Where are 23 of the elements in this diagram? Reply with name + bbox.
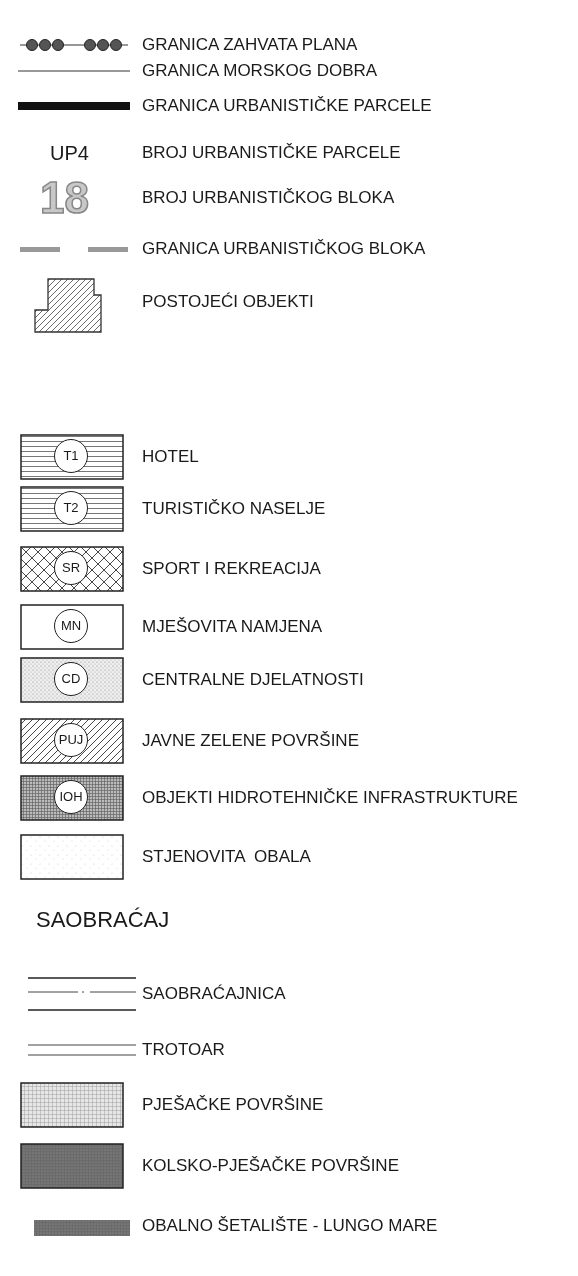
legend-text: SPORT I REKREACIJA (142, 559, 321, 579)
legend-text: TROTOAR (142, 1040, 225, 1060)
legend-text: PJEŠAČKE POVRŠINE (142, 1095, 324, 1115)
legend-text: BROJ URBANISTIČKOG BLOKA (142, 188, 395, 208)
legend-text: HOTEL (142, 447, 199, 467)
legend-text: GRANICA MORSKOG DOBRA (142, 61, 378, 81)
legend-text: OBJEKTI HIDROTEHNIČKE INFRASTRUKTURE (142, 788, 518, 808)
legend-text: GRANICA URBANISTIČKOG BLOKA (142, 239, 426, 259)
legend-text: SAOBRAĆAJNICA (142, 984, 286, 1004)
legend-text: TURISTIČKO NASELJE (142, 499, 326, 519)
legend-text: BROJ URBANISTIČKE PARCELE (142, 143, 401, 163)
legend-text: OBALNO ŠETALIŠTE - LUNGO MARE (142, 1216, 438, 1236)
legend-text: POSTOJEĆI OBJEKTI (142, 292, 314, 312)
legend-text: STJENOVITA OBALA (142, 847, 311, 867)
legend-text: JAVNE ZELENE POVRŠINE (142, 731, 359, 751)
legend-text: CENTRALNE DJELATNOSTI (142, 670, 364, 690)
legend-text: KOLSKO-PJEŠAČKE POVRŠINE (142, 1156, 399, 1176)
block-number-label: 18 (40, 175, 89, 221)
legend-text: MJEŠOVITA NAMJENA (142, 617, 323, 637)
legend-text: GRANICA URBANISTIČKE PARCELE (142, 96, 432, 116)
section-heading: SAOBRAĆAJ (36, 907, 170, 933)
parcel-number-label: UP4 (50, 142, 89, 164)
legend-text: GRANICA ZAHVATA PLANA (142, 35, 358, 55)
